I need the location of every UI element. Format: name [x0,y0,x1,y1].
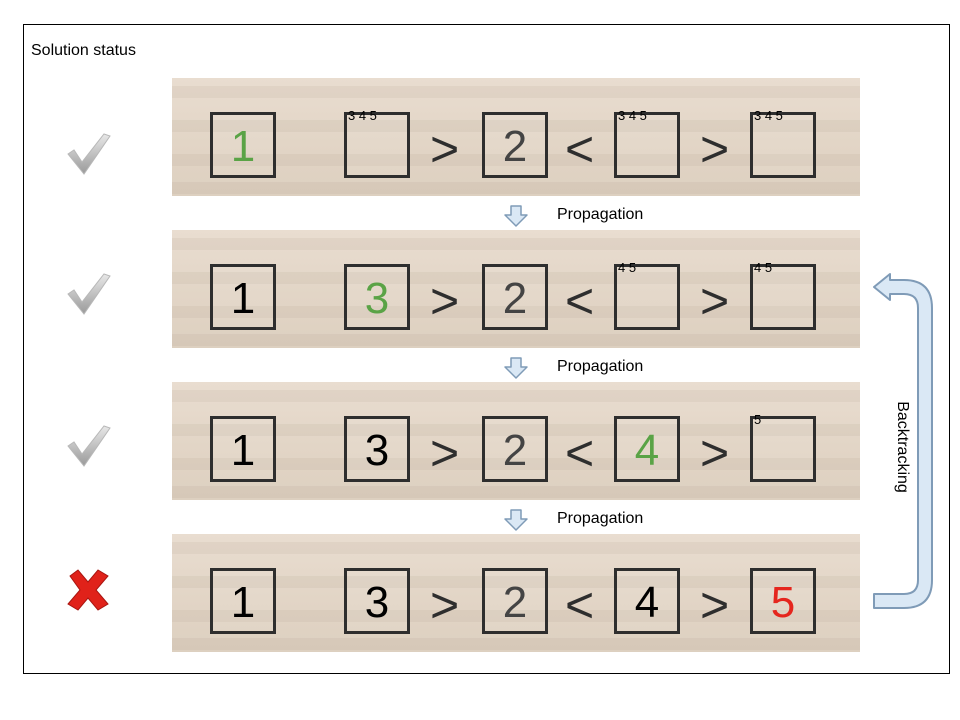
paper-texture [172,638,860,650]
paper-texture [172,486,860,498]
cell-value: 5 [770,578,796,627]
puzzle-cell [614,416,680,482]
propagation-label: Propagation [557,206,644,223]
cell-value: 3 [364,578,390,627]
greater-than-sign: > [700,273,730,329]
puzzle-row: 1 3 2 4 5 > < > [172,534,860,652]
greater-than-sign: > [700,577,730,633]
puzzle-cell [750,568,816,634]
puzzle-row: 1 3 4 5 2 3 4 5 3 4 5 > < > [172,78,860,196]
puzzle-cell [344,112,410,178]
cell-candidates: 3 4 5 [754,108,783,123]
puzzle-cell [482,264,548,330]
cell-value: 1 [230,426,256,475]
puzzle-cell [344,568,410,634]
greater-than-sign: > [430,577,460,633]
greater-than-sign: > [700,121,730,177]
puzzle-row: 1 3 2 4 5 4 5 > < > [172,230,860,348]
cell-value: 1 [230,122,256,171]
paper-texture [172,182,860,194]
cell-candidates: 3 4 5 [348,108,377,123]
down-arrow-icon [504,357,528,379]
paper-texture [172,542,860,554]
cell-value: 2 [502,274,528,323]
paper-texture [172,238,860,250]
cell-value: 1 [230,274,256,323]
greater-than-sign: > [430,121,460,177]
cell-value: 2 [502,578,528,627]
diagram-title: Solution status [31,42,136,59]
cell-value: 4 [634,426,660,475]
check-icon [67,273,111,315]
cell-candidates: 4 5 [618,260,637,275]
less-than-sign: < [565,121,595,177]
less-than-sign: < [565,273,595,329]
cell-value: 4 [634,578,660,627]
down-arrow-icon [504,509,528,531]
puzzle-cell [614,264,680,330]
cell-value: 1 [230,578,256,627]
puzzle-cell [210,416,276,482]
cell-value: 2 [502,426,528,475]
paper-texture [172,86,860,98]
check-icon [67,425,111,467]
propagation-label: Propagation [557,358,644,375]
paper-texture [172,390,860,402]
cell-candidates: 3 4 5 [618,108,647,123]
cell-value: 3 [364,426,390,475]
puzzle-cell [482,416,548,482]
greater-than-sign: > [430,425,460,481]
puzzle-cell [750,264,816,330]
cross-icon [67,569,109,611]
greater-than-sign: > [430,273,460,329]
puzzle-cell [344,416,410,482]
less-than-sign: < [565,577,595,633]
puzzle-cell [344,264,410,330]
propagation-label: Propagation [557,510,644,527]
cell-candidates: 4 5 [754,260,773,275]
puzzle-cell [750,112,816,178]
cell-value: 3 [364,274,390,323]
paper-texture [172,334,860,346]
puzzle-cell [210,112,276,178]
less-than-sign: < [565,425,595,481]
cell-value: 2 [502,122,528,171]
puzzle-cell [482,568,548,634]
puzzle-cell [482,112,548,178]
puzzle-cell [614,112,680,178]
puzzle-cell [750,416,816,482]
puzzle-cell [210,568,276,634]
puzzle-cell [614,568,680,634]
puzzle-cell [210,264,276,330]
down-arrow-icon [504,205,528,227]
puzzle-row: 1 3 2 4 5 > < > [172,382,860,500]
check-icon [67,133,111,175]
backtracking-label: Backtracking [894,401,911,493]
cell-candidates: 5 [754,412,762,427]
greater-than-sign: > [700,425,730,481]
